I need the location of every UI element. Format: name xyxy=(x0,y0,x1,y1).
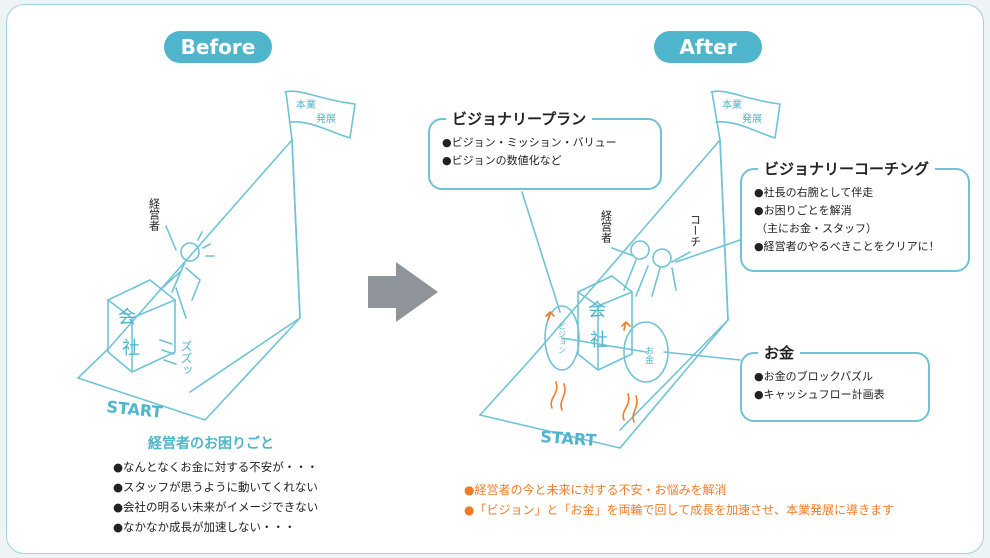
after-manager-figure xyxy=(630,240,650,260)
after-flag-pole xyxy=(711,91,721,141)
before-manager-label: 経営者 xyxy=(148,198,161,232)
worries-title: 経営者のお困りごと xyxy=(148,436,274,452)
visionary-coaching-callout: ビジョナリーコーチング ●社長の右腕として伴走 ●お困りごとを解消 （主にお金・… xyxy=(740,158,970,272)
coaching-leader-line xyxy=(675,239,741,263)
money-title: お金 xyxy=(758,342,801,363)
plan-leader-line xyxy=(521,191,561,313)
left-motion-arrow xyxy=(545,310,555,321)
results-list: ●経営者の今と未来に対する不安・お悩みを解消 ●「ビジョン」と「お金」を両輪で回… xyxy=(464,480,894,520)
worry-item: ●なんとなくお金に対する不安が・・・ xyxy=(113,460,319,474)
visionary-plan-title: ビジョナリープラン xyxy=(446,108,593,129)
after-label: After xyxy=(654,31,762,63)
after-company-box xyxy=(577,275,633,371)
money-callout: お金 ●お金のブロックパズル ●キャッシュフロー計画表 xyxy=(740,342,930,422)
before-flag-pole xyxy=(285,91,293,141)
before-company-char2: 社 xyxy=(122,338,140,359)
visionary-coaching-item: ●社長の右腕として伴走 xyxy=(754,186,874,199)
visionary-coaching-item: ●お困りごとを解消 xyxy=(754,204,852,217)
after-start-label: START xyxy=(540,427,597,450)
money-item: ●キャッシュフロー計画表 xyxy=(754,388,885,401)
worry-item: ●なかなか成長が加速しない・・・ xyxy=(113,520,296,534)
after-coach-figure xyxy=(652,248,672,268)
after-vision-wheel xyxy=(544,305,580,371)
result-item: ●「ビジョン」と「お金」を両輪で回して成長を加速させ、本業発展に導きます xyxy=(464,503,895,517)
transition-arrow xyxy=(368,262,438,322)
before-ground xyxy=(77,317,301,421)
after-vision-wheel-label: ビジョン xyxy=(558,322,567,354)
worry-item: ●会社の明るい未来がイメージできない xyxy=(113,500,319,514)
worries-list: ●なんとなくお金に対する不安が・・・ ●スタッフが思うように動いてくれない ●会… xyxy=(113,457,318,537)
worry-item: ●スタッフが思うように動いてくれない xyxy=(113,480,318,494)
right-motion-arrow xyxy=(621,320,631,331)
visionary-plan-callout: ビジョナリープラン ●ビジョン・ミッション・バリュー ●ビジョンの数値化など xyxy=(428,108,662,190)
after-flag-line2: 発展 xyxy=(742,112,762,125)
money-leader-line xyxy=(663,351,741,361)
before-flag-line1: 本業 xyxy=(296,98,316,111)
before-company-char1: 会 xyxy=(118,307,136,328)
after-money-wheel-label: お金 xyxy=(643,346,654,364)
after-flag xyxy=(710,90,781,139)
visionary-plan-item: ●ビジョンの数値化など xyxy=(442,154,562,167)
before-start-label: START xyxy=(106,397,164,422)
after-manager-label: 経営者 xyxy=(600,210,613,244)
visionary-coaching-item: ●経営者のやるべきことをクリアに！ xyxy=(754,240,940,253)
after-company-char1: 会 xyxy=(588,300,606,321)
after-ground xyxy=(479,319,729,449)
before-flag-line2: 発展 xyxy=(316,112,336,125)
visionary-coaching-item: （主にお金・スタッフ） xyxy=(756,222,877,235)
result-item: ●経営者の今と未来に対する不安・お悩みを解消 xyxy=(464,483,727,497)
visionary-coaching-title: ビジョナリーコーチング xyxy=(758,158,936,179)
before-label: Before xyxy=(164,31,272,63)
before-flag xyxy=(284,90,356,139)
before-slip-sound: ズズッ xyxy=(179,340,193,376)
after-flag-line1: 本業 xyxy=(722,98,742,111)
before-manager-figure xyxy=(180,242,200,262)
after-coach-label: コーチ xyxy=(689,214,702,247)
money-item: ●お金のブロックパズル xyxy=(754,370,874,383)
after-company-char2: 社 xyxy=(590,330,608,351)
visionary-plan-item: ●ビジョン・ミッション・バリュー xyxy=(442,136,617,149)
before-company-box xyxy=(107,279,176,373)
